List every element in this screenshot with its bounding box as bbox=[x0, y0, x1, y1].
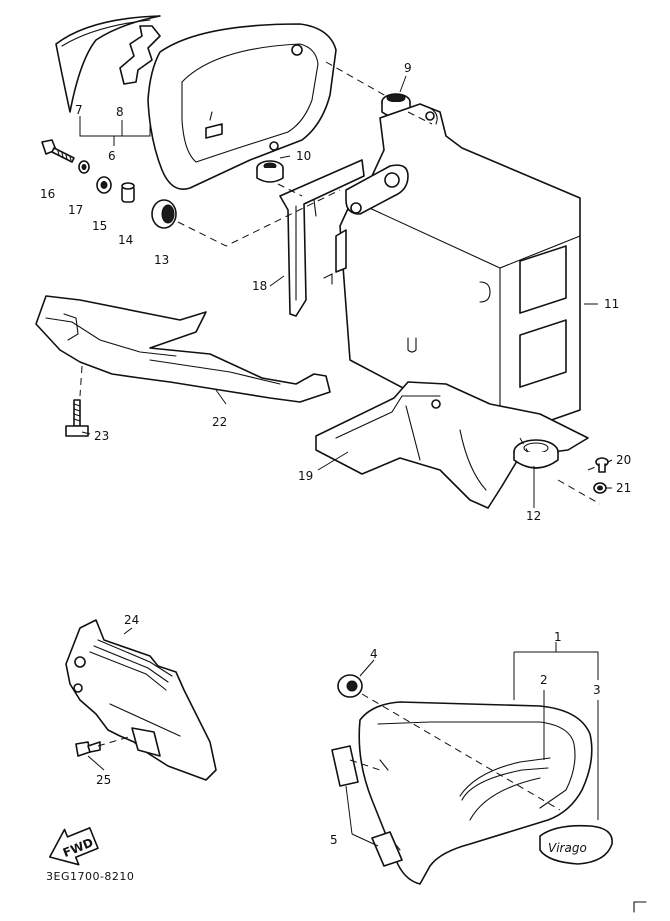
part-18-bracket bbox=[279, 159, 365, 317]
part-4-grommet bbox=[337, 674, 363, 698]
label-1: 1 bbox=[554, 630, 562, 644]
virago-emblem: Virago bbox=[539, 824, 613, 865]
label-8: 8 bbox=[116, 105, 124, 119]
part-13-grommet bbox=[151, 199, 177, 229]
label-22: 22 bbox=[212, 415, 227, 429]
label-3: 3 bbox=[593, 683, 601, 697]
label-19: 19 bbox=[298, 469, 313, 483]
part-11-battery-box bbox=[335, 103, 581, 429]
label-6: 6 bbox=[108, 149, 116, 163]
part-8-damper bbox=[119, 25, 161, 85]
part-24-cover-panel bbox=[65, 619, 217, 781]
corner-mark bbox=[633, 901, 647, 913]
fwd-arrow-icon: FWD bbox=[48, 827, 99, 866]
part-16-bolt bbox=[41, 139, 75, 163]
label-17: 17 bbox=[68, 203, 83, 217]
part-22-long-bracket bbox=[35, 295, 331, 403]
part-23-bolt bbox=[65, 399, 89, 437]
emblem-text: Virago bbox=[548, 841, 587, 855]
label-4: 4 bbox=[370, 647, 378, 661]
part-21-nut bbox=[593, 482, 607, 494]
drawing-code: 3EG1700-8210 bbox=[46, 870, 134, 883]
part-20-screw bbox=[595, 457, 609, 473]
label-7: 7 bbox=[75, 103, 83, 117]
part-12-grommet bbox=[513, 439, 559, 469]
part-labels: 1 2 3 4 5 6 7 8 9 10 11 12 13 14 15 16 1… bbox=[40, 61, 631, 847]
label-25: 25 bbox=[96, 773, 111, 787]
label-9: 9 bbox=[404, 61, 412, 75]
part-25-screw bbox=[75, 741, 101, 757]
label-5: 5 bbox=[330, 833, 338, 847]
part-5-damper-upper bbox=[331, 745, 359, 787]
label-15: 15 bbox=[92, 219, 107, 233]
part-6-side-cover bbox=[147, 23, 337, 190]
part-5-damper-lower bbox=[371, 831, 403, 867]
label-16: 16 bbox=[40, 187, 55, 201]
part-17-washer bbox=[78, 160, 90, 174]
label-10: 10 bbox=[296, 149, 311, 163]
label-14: 14 bbox=[118, 233, 133, 247]
label-24: 24 bbox=[124, 613, 139, 627]
part-10-grommet bbox=[256, 160, 284, 183]
label-20: 20 bbox=[616, 453, 631, 467]
label-2: 2 bbox=[540, 673, 548, 687]
label-18: 18 bbox=[252, 279, 267, 293]
label-23: 23 bbox=[94, 429, 109, 443]
part-14-collar bbox=[121, 182, 135, 203]
label-11: 11 bbox=[604, 297, 619, 311]
part-15-washer bbox=[96, 176, 112, 194]
leader-lines bbox=[79, 75, 613, 847]
label-21: 21 bbox=[616, 481, 631, 495]
label-12: 12 bbox=[526, 509, 541, 523]
label-13: 13 bbox=[154, 253, 169, 267]
part-7-cover-strip bbox=[55, 15, 161, 113]
